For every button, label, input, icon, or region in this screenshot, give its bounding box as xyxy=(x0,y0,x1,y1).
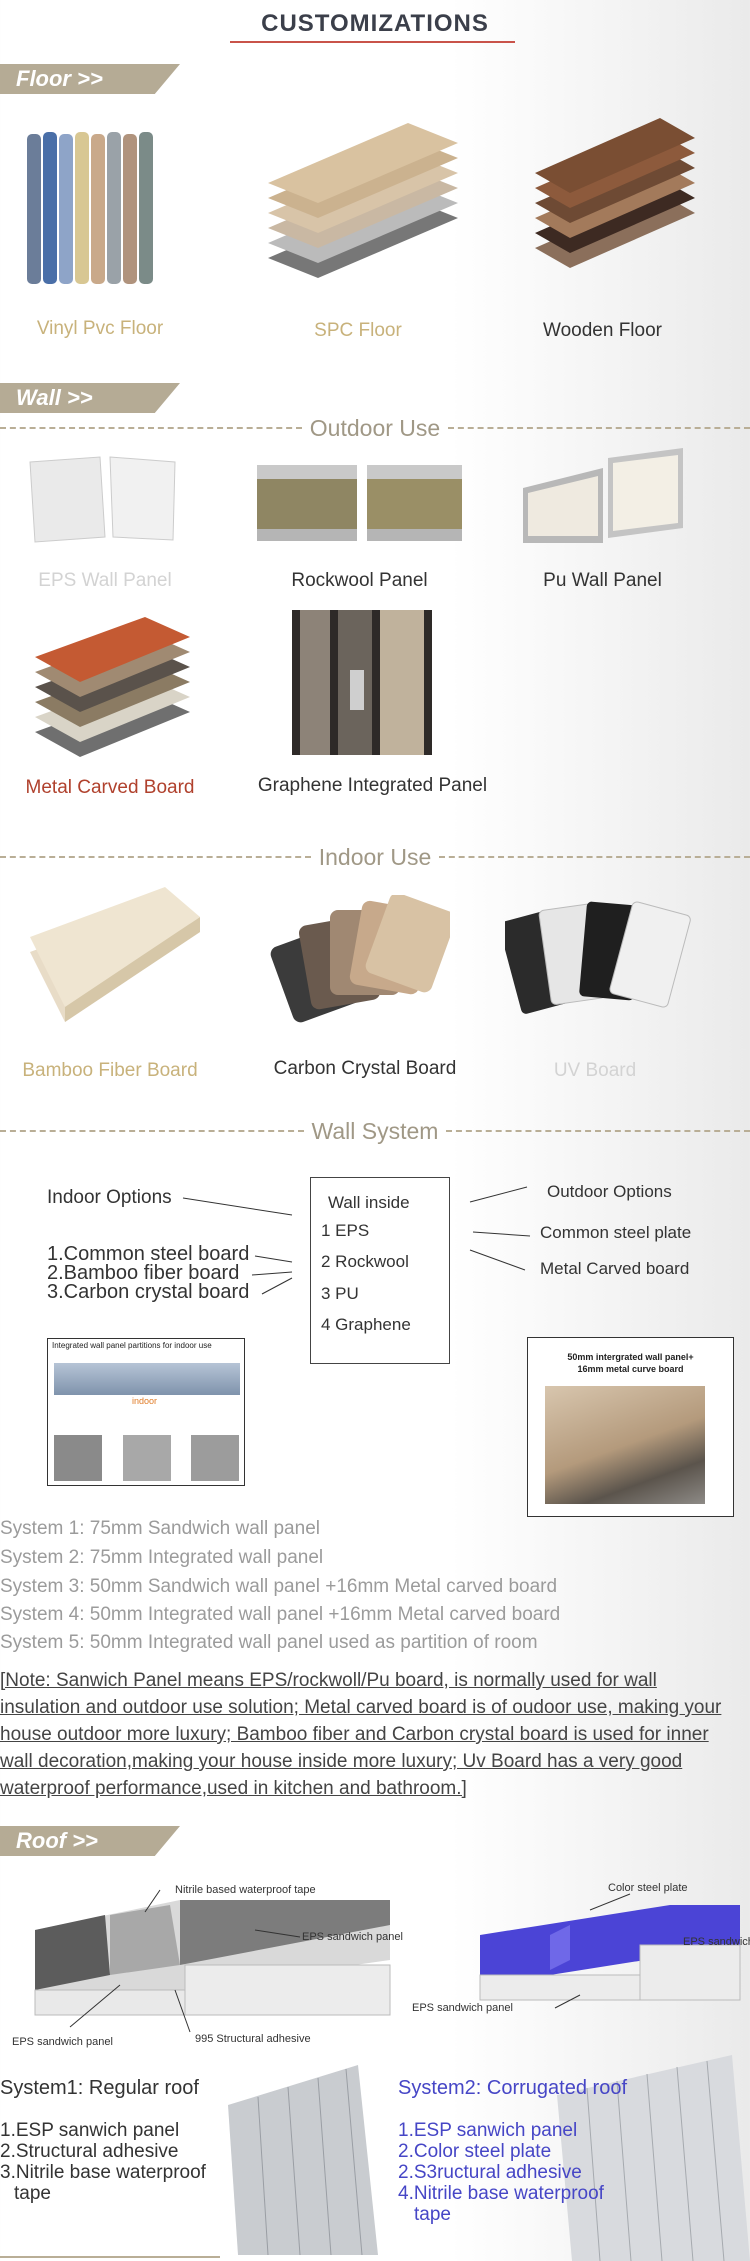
indoor-partition-caption: Integrated wall panel partitions for ind… xyxy=(52,1341,212,1350)
roof-system2-item: 1.ESP sanwich panel xyxy=(398,2120,578,2141)
system-item: System 2: 75mm Integrated wall panel xyxy=(0,1547,324,1568)
rockwool-panel-label: Rockwool Panel xyxy=(291,570,428,591)
wall-system-connector-lines xyxy=(182,1186,531,1295)
bottom-rule xyxy=(0,2256,220,2258)
indoor-tag: indoor xyxy=(132,1396,158,1406)
roof-system2-item: 2.S3ructural adhesive xyxy=(398,2162,582,2183)
roof-system1-item: 1.ESP sanwich panel xyxy=(0,2120,180,2141)
roof1-label: EPS sandwich panel xyxy=(12,2036,113,2048)
page-title: CUSTOMIZATIONS xyxy=(261,10,489,37)
partition-detail-image xyxy=(191,1435,239,1481)
roof-system2-list: 1.ESP sanwich panel 2.Color steel plate … xyxy=(398,2120,604,2225)
roof1-label: 995 Structural adhesive xyxy=(195,2033,311,2045)
wall-inside-item: 4 Graphene xyxy=(321,1315,411,1334)
carbon-crystal-board-image xyxy=(270,895,450,1023)
rockwool-panel-image xyxy=(257,465,462,541)
metal-carved-board-image xyxy=(35,617,190,757)
carbon-crystal-board-label: Carbon Crystal Board xyxy=(273,1058,457,1079)
wall-inside-item: 2 Rockwool xyxy=(321,1252,409,1271)
regular-roof-diagram xyxy=(34,1889,391,2033)
indoor-option: 1.Common steel board xyxy=(47,1243,250,1265)
partition-detail-image xyxy=(123,1435,171,1481)
outdoor-use-divider: Outdoor Use xyxy=(0,414,750,442)
outdoor-use-heading: Outdoor Use xyxy=(309,414,441,441)
indoor-option: 3.Carbon crystal board xyxy=(47,1281,250,1303)
indoor-options-list: 1.Common steel board 2.Bamboo fiber boar… xyxy=(47,1243,250,1303)
wooden-floor-image xyxy=(535,118,695,268)
spc-floor-image xyxy=(268,123,458,278)
corrugated-roof-photo xyxy=(557,2055,750,2261)
system-item: System 1: 75mm Sandwich wall panel xyxy=(0,1518,320,1539)
metal-carved-board-label: Metal Carved Board xyxy=(25,777,195,798)
wall-inside-title: Wall inside xyxy=(328,1193,410,1212)
pu-wall-panel-image xyxy=(523,448,683,543)
wall-inside-item: 3 PU xyxy=(321,1284,359,1303)
graphene-integrated-panel-image xyxy=(292,610,432,755)
outdoor-option: Metal Carved board xyxy=(540,1259,690,1278)
roof-system2-item: 2.Color steel plate xyxy=(398,2141,552,2162)
vinyl-pvc-floor-image xyxy=(27,132,153,284)
roof1-label: Nitrile based waterproof tape xyxy=(175,1884,316,1896)
outdoor-options-title: Outdoor Options xyxy=(547,1182,672,1201)
metal-curve-caption-line2: 16mm metal curve board xyxy=(577,1364,684,1374)
indoor-partition-panel-image xyxy=(54,1363,240,1395)
bamboo-fiber-board-label: Bamboo Fiber Board xyxy=(22,1060,198,1081)
roof2-label: EPS sandwich xyxy=(683,1936,750,1948)
wall-system-divider: Wall System xyxy=(0,1117,750,1145)
system-item: System 4: 50mm Integrated wall panel +16… xyxy=(0,1604,561,1625)
system-item: System 3: 50mm Sandwich wall panel +16mm… xyxy=(0,1576,558,1597)
bamboo-fiber-board-image xyxy=(30,887,200,1022)
roof-system1-title: System1: Regular roof xyxy=(0,2077,199,2099)
roof1-label: EPS sandwich panel xyxy=(302,1931,403,1943)
roof2-label: EPS sandwich panel xyxy=(412,2002,513,2014)
outdoor-option: Common steel plate xyxy=(540,1223,692,1242)
indoor-option: 2.Bamboo fiber board xyxy=(47,1262,240,1284)
wall-system-heading: Wall System xyxy=(311,1117,439,1144)
roof-system1-list: 1.ESP sanwich panel 2.Structural adhesiv… xyxy=(0,2120,206,2204)
metal-curve-caption-line1: 50mm intergrated wall panel+ xyxy=(567,1352,694,1362)
system-item: System 5: 50mm Integrated wall panel use… xyxy=(0,1632,538,1653)
indoor-options-title: Indoor Options xyxy=(47,1187,172,1208)
eps-wall-panel-label: EPS Wall Panel xyxy=(38,570,172,591)
uv-board-label: UV Board xyxy=(553,1060,637,1081)
roof-system2-title: System2: Corrugated roof xyxy=(398,2077,627,2099)
title-underline xyxy=(230,41,515,43)
roof2-label: Color steel plate xyxy=(608,1882,688,1894)
roof-system2-item: 4.Nitrile base waterproof xyxy=(398,2183,604,2204)
panel-note: [Note: Sanwich Panel means EPS/rockwoll/… xyxy=(0,1670,722,1799)
wooden-floor-label: Wooden Floor xyxy=(543,320,662,341)
roof-system1-item: tape xyxy=(14,2183,51,2204)
indoor-use-divider: Indoor Use xyxy=(0,843,750,871)
graphene-integrated-panel-label: Graphene Integrated Panel xyxy=(257,775,488,796)
wall-inside-item: 1 EPS xyxy=(321,1221,370,1240)
regular-roof-photo xyxy=(228,2065,378,2255)
metal-curve-board-photo-card: 50mm intergrated wall panel+ 16mm metal … xyxy=(527,1337,734,1517)
indoor-partition-photo-card: Integrated wall panel partitions for ind… xyxy=(47,1338,245,1486)
spc-floor-label: SPC Floor xyxy=(314,320,402,341)
metal-curve-board-image xyxy=(545,1386,705,1504)
pu-wall-panel-label: Pu Wall Panel xyxy=(543,570,662,591)
vinyl-pvc-floor-label: Vinyl Pvc Floor xyxy=(36,318,164,339)
roof-system1-item: 3.Nitrile base waterproof xyxy=(0,2162,206,2183)
floor-banner: Floor >> xyxy=(0,64,180,94)
roof-system2-item: tape xyxy=(414,2204,451,2225)
roof-banner: Roof >> xyxy=(0,1826,180,1856)
wall-inside-box: Wall inside 1 EPS 2 Rockwool 3 PU 4 Grap… xyxy=(310,1177,450,1364)
uv-board-image xyxy=(505,901,691,1014)
eps-wall-panel-image xyxy=(29,456,176,543)
wall-banner: Wall >> xyxy=(0,383,180,413)
indoor-use-heading: Indoor Use xyxy=(318,843,432,870)
corrugated-roof-diagram xyxy=(479,1893,741,2009)
partition-detail-image xyxy=(54,1435,102,1481)
roof-system1-item: 2.Structural adhesive xyxy=(0,2141,179,2162)
